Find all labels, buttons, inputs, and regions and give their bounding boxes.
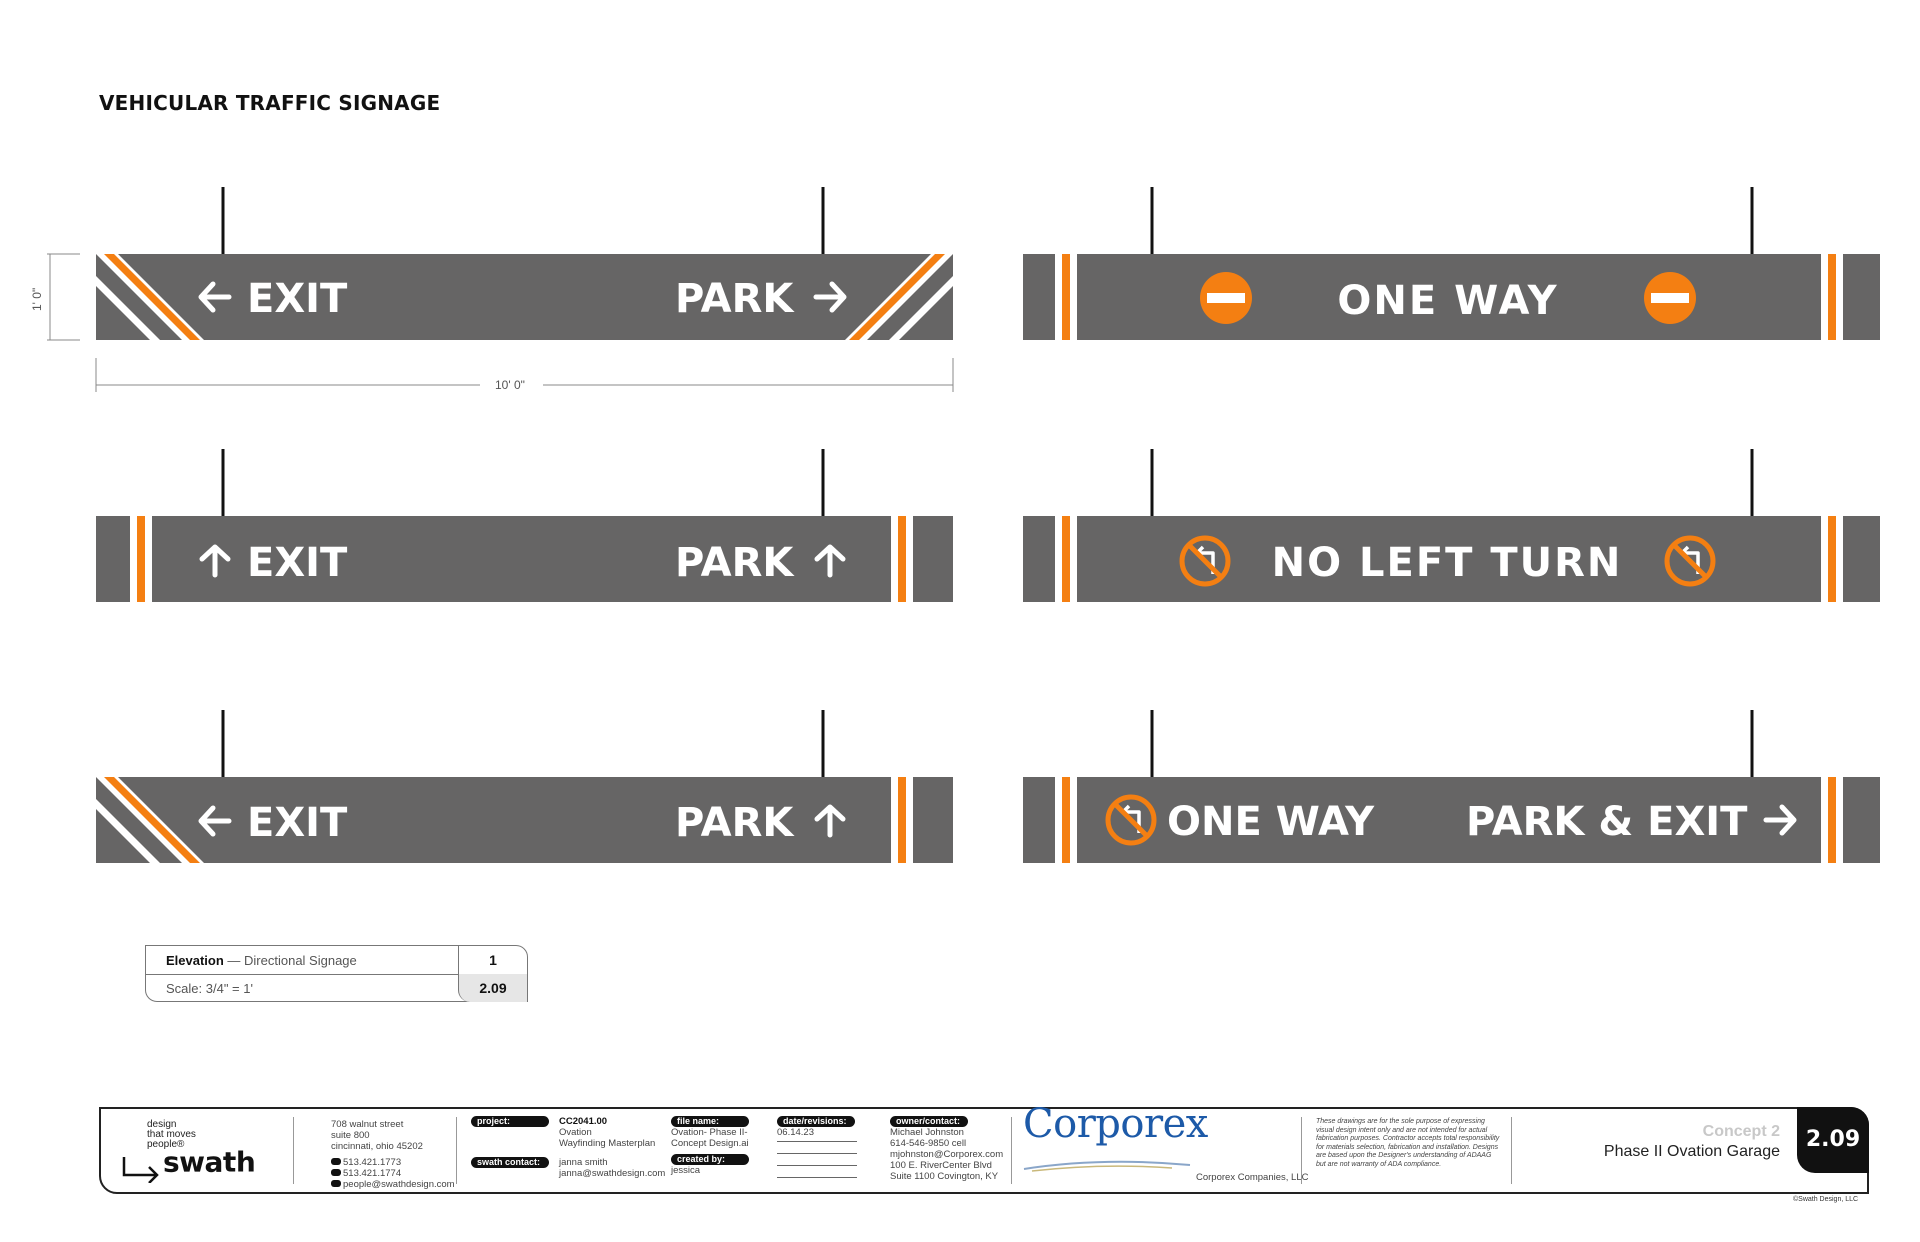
address-line: cincinnati, ohio 45202 — [331, 1141, 423, 1152]
owner-line: 614-546-9850 cell — [890, 1138, 967, 1149]
created-by-label: created by: — [671, 1154, 749, 1165]
swath-contact-label: swath contact: — [471, 1157, 549, 1168]
sign-panel — [1023, 777, 1880, 863]
concept-label: Concept 2 — [1702, 1123, 1780, 1140]
date-revisions-label: date/revisions: — [777, 1116, 855, 1127]
sign-panel — [96, 254, 953, 340]
sign-panel — [1023, 254, 1880, 340]
project-title: Phase II Ovation Garage — [1603, 1143, 1780, 1160]
project-name: Wayfinding Masterplan — [559, 1138, 656, 1149]
elevation-label: Elevation — Directional Signage 1 Scale:… — [145, 945, 528, 1002]
owner-line: Suite 1100 Covington, KY — [890, 1171, 999, 1182]
diagonal-stripe-left — [96, 777, 204, 863]
created-by: jessica — [671, 1165, 701, 1176]
project-label: project: — [471, 1116, 549, 1127]
address-line: suite 800 — [331, 1130, 370, 1141]
revision-line — [777, 1153, 857, 1165]
title-block: design that moves people® swath 708 waln… — [99, 1101, 1869, 1194]
owner-line: mjohnston@Corporex.com — [890, 1149, 1004, 1160]
email-icon — [331, 1180, 341, 1187]
sign-exit-park-up: EXIT PARK — [96, 449, 953, 602]
phone-number: 513.421.1773 — [343, 1157, 402, 1168]
tagline-line: that moves — [147, 1129, 196, 1140]
do-not-enter-icon — [1200, 272, 1252, 324]
sign-a-left-text: EXIT — [247, 276, 348, 322]
sign-panel — [1023, 516, 1880, 602]
revision-line — [777, 1165, 857, 1177]
do-not-enter-icon — [1644, 272, 1696, 324]
owner-contact-label: owner/contact: — [890, 1116, 968, 1127]
swath-arrow-icon — [122, 1157, 159, 1184]
sign-d-text: NO LEFT TURN — [1272, 540, 1623, 586]
client-logo-swoosh — [1022, 1159, 1192, 1176]
phone-icon — [331, 1158, 341, 1165]
project-name: Ovation — [559, 1127, 592, 1138]
stripe-band-right — [1821, 516, 1843, 602]
stripe-band-left — [130, 516, 152, 602]
sign-f-left-text: ONE WAY — [1167, 799, 1375, 845]
stripe-band-left — [1055, 777, 1077, 863]
elevation-sheet: 2.09 — [458, 974, 527, 1002]
stripe-band-right — [1821, 777, 1843, 863]
tagline-line: people® — [147, 1139, 185, 1150]
owner-line: 100 E. RiverCenter Blvd — [890, 1160, 992, 1171]
fax-icon — [331, 1169, 341, 1176]
stripe-band-right — [891, 777, 913, 863]
sign-no-left-turn: NO LEFT TURN — [1023, 449, 1880, 602]
swath-logo: swath — [121, 1148, 256, 1184]
file-name: Ovation- Phase II- — [671, 1127, 748, 1138]
stripe-band-left — [1055, 516, 1077, 602]
diagonal-stripe-right — [845, 254, 953, 340]
sign-e-left-text: EXIT — [247, 800, 348, 846]
owner-line: Michael Johnston — [890, 1127, 964, 1138]
sign-c-left-text: EXIT — [247, 540, 348, 586]
file-name: Concept Design.ai — [671, 1138, 749, 1149]
stripe-band-right — [1821, 254, 1843, 340]
revision-line — [777, 1177, 857, 1178]
date: 06.14.23 — [777, 1127, 814, 1138]
copyright: ©Swath Design, LLC — [1793, 1196, 1859, 1203]
page-title: VEHICULAR TRAFFIC SIGNAGE — [99, 91, 441, 115]
revision-line — [777, 1141, 857, 1153]
sign-b-text: ONE WAY — [1337, 278, 1558, 324]
sign-exit-park-diagonal: EXIT PARK — [96, 187, 953, 340]
address-line: 708 walnut street — [331, 1119, 404, 1130]
stripe-band-left — [1055, 254, 1077, 340]
sign-one-way: ONE WAY — [1023, 187, 1880, 340]
fax-number: 513.421.1774 — [343, 1168, 402, 1179]
sign-exit-park-mixed: EXIT PARK — [96, 710, 953, 863]
disclaimer: These drawings are for the sole purpose … — [1316, 1118, 1500, 1168]
sign-f-right-text: PARK & EXIT — [1466, 799, 1748, 845]
sheet-number: 2.09 — [1797, 1107, 1869, 1173]
dimension-height: 1' 0" — [30, 253, 80, 341]
tagline-line: design — [147, 1119, 177, 1130]
sign-one-way-park-exit: ONE WAY PARK & EXIT — [1023, 710, 1880, 863]
swath-contact-name: janna smith — [559, 1157, 608, 1168]
stripe-band-right — [891, 516, 913, 602]
file-name-label: file name: — [671, 1116, 749, 1127]
width-label: 10' 0" — [495, 378, 525, 392]
diagonal-stripe-left — [96, 254, 204, 340]
client-logo: Corporex — [1023, 1101, 1208, 1147]
elevation-subtitle: — Directional Signage — [223, 953, 357, 968]
sign-e-right-text: PARK — [675, 800, 795, 846]
sign-c-right-text: PARK — [675, 540, 795, 586]
sign-a-right-text: PARK — [675, 276, 795, 322]
sign-panel — [96, 777, 953, 863]
email-address: people@swathdesign.com — [343, 1179, 455, 1190]
height-label: 1' 0" — [30, 288, 44, 311]
elevation-title: Elevation — [166, 953, 224, 968]
project-code: CC2041.00 — [559, 1116, 608, 1127]
dimension-width: 10' 0" — [95, 358, 954, 392]
sign-panel — [96, 516, 953, 602]
swath-contact-email: janna@swathdesign.com — [559, 1168, 666, 1179]
elevation-number: 1 — [458, 946, 527, 974]
elevation-scale: Scale: 3/4" = 1' — [166, 981, 253, 996]
client-name: Corporex Companies, LLC — [1196, 1172, 1309, 1183]
